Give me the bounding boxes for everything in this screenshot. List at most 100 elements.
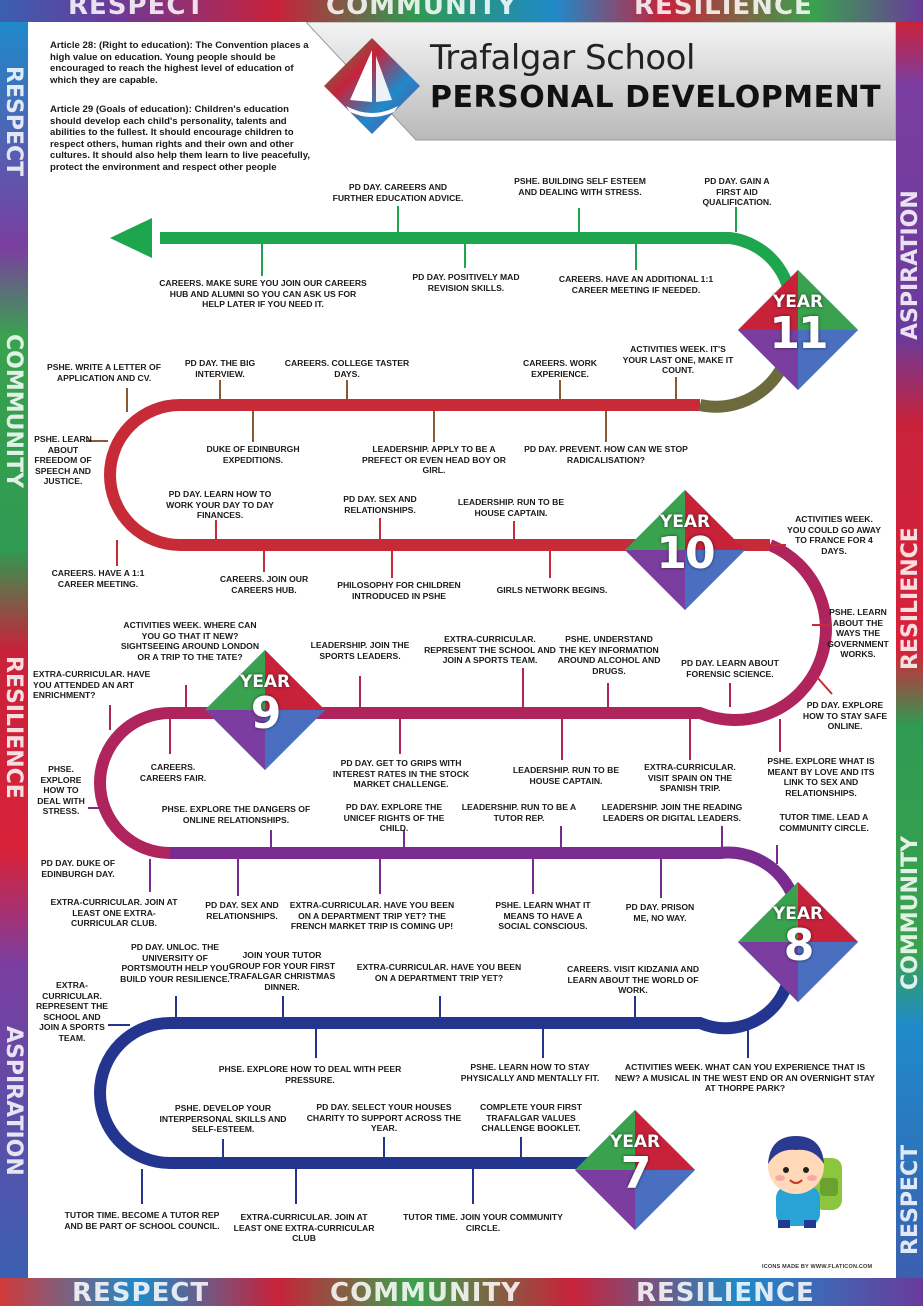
milestone-label: PD DAY. UNLOC. THE UNIVERSITY OF PORTSMO… <box>120 942 230 984</box>
milestone-label: EXTRA-CURRICULAR. JOIN AT LEAST ONE EXTR… <box>233 1212 375 1244</box>
milestone-label: PSHE. EXPLORE WHAT IS MEANT BY LOVE AND … <box>767 756 875 798</box>
milestone-label: CAREERS. WORK EXPERIENCE. <box>522 358 597 379</box>
school-name: Trafalgar School <box>430 38 695 78</box>
road-arrowhead <box>110 218 152 258</box>
year-number: 7 <box>620 1148 652 1199</box>
milestone-label: EXTRA-CURRICULAR. REPRESENT THE SCHOOL A… <box>424 634 556 666</box>
mosaic-diamond <box>738 270 858 390</box>
milestone-label: PSHE. BUILDING SELF ESTEEM AND DEALING W… <box>514 176 646 197</box>
milestone-label: ACTIVITIES WEEK. WHERE CAN YOU GO THAT I… <box>120 620 260 662</box>
milestone-label: PHSE. EXPLORE HOW TO DEAL WITH PEER PRES… <box>218 1064 402 1085</box>
milestone-label: CAREERS. MAKE SURE YOU JOIN OUR CAREERS … <box>159 278 367 310</box>
article-28: Article 28: (Right to education): The Co… <box>50 40 309 86</box>
milestone-label: PD DAY. PREVENT. HOW CAN WE STOP RADICAL… <box>524 444 688 465</box>
band-word: RESPECT <box>72 1278 210 1306</box>
page-title: PERSONAL DEVELOPMENT <box>430 80 882 115</box>
milestone-label: PD DAY. LEARN HOW TO WORK YOUR DAY TO DA… <box>166 489 274 521</box>
milestone-label: ACTIVITIES WEEK. YOU COULD GO AWAY TO FR… <box>787 514 881 556</box>
milestone-label: EXTRA-CURRICULAR. JOIN AT LEAST ONE EXTR… <box>50 897 178 929</box>
milestone-label: JOIN YOUR TUTOR GROUP FOR YOUR FIRST TRA… <box>228 950 336 992</box>
band-word: RESILIENCE <box>634 0 813 21</box>
mosaic-pattern <box>0 22 28 1278</box>
milestone-label: COMPLETE YOUR FIRST TRAFALGAR VALUES CHA… <box>479 1102 583 1134</box>
milestone-label: TUTOR TIME. LEAD A COMMUNITY CIRCLE. <box>779 812 869 833</box>
year-number: 8 <box>783 920 815 971</box>
milestone-label: LEADERSHIP. JOIN THE READING LEADERS OR … <box>601 802 743 823</box>
milestone-label: EXTRA-CURRICULAR. REPRESENT THE SCHOOL A… <box>35 980 109 1043</box>
icon-credit: ICONS MADE BY WWW.FLATICON.COM <box>762 1264 873 1270</box>
milestone-label: PHSE. EXPLORE HOW TO DEAL WITH STRESS. <box>37 764 85 817</box>
milestone-label: EXTRA-CURRICULAR. HAVE YOU BEEN ON A DEP… <box>289 900 455 932</box>
bottom-values-band: RESPECT COMMUNITY RESILIENCE <box>0 1278 923 1306</box>
milestone-label: PD DAY. GET TO GRIPS WITH INTEREST RATES… <box>332 758 470 790</box>
milestone-label: EXTRA-CURRICULAR. VISIT SPAIN ON THE SPA… <box>644 762 736 794</box>
milestone-label: ACTIVITIES WEEK. WHAT CAN YOU EXPERIENCE… <box>614 1062 876 1094</box>
year-label: YEAR <box>609 1132 661 1152</box>
milestone-label: TUTOR TIME. JOIN YOUR COMMUNITY CIRCLE. <box>403 1212 563 1233</box>
milestone-label: TUTOR TIME. BECOME A TUTOR REP AND BE PA… <box>64 1210 220 1231</box>
milestone-label: ACTIVITIES WEEK. IT'S YOUR LAST ONE, MAK… <box>622 344 734 376</box>
band-word: RESPECT <box>68 0 206 21</box>
year-number: 10 <box>656 528 715 579</box>
year-label: YEAR <box>659 512 711 532</box>
milestone-label: PD DAY. GAIN A FIRST AID QUALIFICATION. <box>702 176 772 208</box>
milestone-label: CAREERS. HAVE AN ADDITIONAL 1:1 CAREER M… <box>558 274 714 295</box>
article-29: Article 29 (Goals of education): Childre… <box>50 104 310 173</box>
milestone-label: PSHE. DEVELOP YOUR INTERPERSONAL SKILLS … <box>159 1103 287 1135</box>
year-label: YEAR <box>239 672 291 692</box>
milestone-label: LEADERSHIP. APPLY TO BE A PREFECT OR EVE… <box>361 444 507 476</box>
milestone-label: PD DAY. EXPLORE THE UNICEF RIGHTS OF THE… <box>343 802 445 834</box>
year-number: 9 <box>250 688 282 739</box>
milestone-label: PSHE. LEARN HOW TO STAY PHYSICALLY AND M… <box>460 1062 600 1083</box>
road-segment-year7 <box>94 954 797 1169</box>
milestone-label: PD DAY. POSITIVELY MAD REVISION SKILLS. <box>412 272 520 293</box>
milestone-label: PSHE. UNDERSTAND THE KEY INFORMATION ARO… <box>557 634 661 676</box>
milestone-label: PHILOSOPHY FOR CHILDREN INTRODUCED IN PS… <box>337 580 461 601</box>
mosaic-diamond <box>625 490 745 610</box>
milestone-label: PHSE. EXPLORE THE DANGERS OF ONLINE RELA… <box>161 804 311 825</box>
milestone-label: PD DAY. SEX AND RELATIONSHIPS. <box>205 900 279 921</box>
year-7-badge: YEAR 7 <box>575 1110 695 1230</box>
band-word: RESILIENCE <box>636 1278 815 1306</box>
year-label: YEAR <box>772 292 824 312</box>
top-values-band: RESPECT COMMUNITY RESILIENCE <box>0 0 923 22</box>
milestone-label: LEADERSHIP. RUN TO BE HOUSE CAPTAIN. <box>512 765 620 786</box>
milestone-label: PSHE. WRITE A LETTER OF APPLICATION AND … <box>47 362 161 383</box>
milestone-label: LEADERSHIP. RUN TO BE A TUTOR REP. <box>461 802 577 823</box>
milestone-label: DUKE OF EDINBURGH EXPEDITIONS. <box>206 444 300 465</box>
milestone-label: PD DAY. LEARN ABOUT FORENSIC SCIENCE. <box>681 658 779 679</box>
milestone-label: PD DAY. DUKE OF EDINBURGH DAY. <box>40 858 116 879</box>
year-10-badge: YEAR 10 <box>625 490 745 610</box>
milestone-label: CAREERS. CAREERS FAIR. <box>139 762 207 783</box>
mosaic-diamond <box>205 650 325 770</box>
milestone-label: EXTRA-CURRICULAR. HAVE YOU ATTENDED AN A… <box>33 669 151 701</box>
milestone-label: LEADERSHIP. JOIN THE SPORTS LEADERS. <box>310 640 410 661</box>
milestone-label: PD DAY. PRISON ME, NO WAY. <box>625 902 695 923</box>
milestone-label: PD DAY. SEX AND RELATIONSHIPS. <box>343 494 417 515</box>
milestone-label: CAREERS. VISIT KIDZANIA AND LEARN ABOUT … <box>566 964 700 996</box>
year-11-badge: YEAR 11 <box>738 270 858 390</box>
milestone-label: CAREERS. COLLEGE TASTER DAYS. <box>284 358 410 379</box>
sailboat-icon <box>346 50 398 117</box>
year-9-badge: YEAR 9 <box>205 650 325 770</box>
year-number: 11 <box>769 308 828 359</box>
mosaic-pattern <box>896 22 923 1278</box>
left-values-band: RESPECT COMMUNITY RESILIENCE ASPIRATION <box>0 22 28 1278</box>
road-segment-year10 <box>104 399 770 551</box>
year-8-badge: YEAR 8 <box>738 882 858 1002</box>
mosaic-pattern <box>0 0 923 22</box>
mosaic-pattern <box>0 1278 923 1306</box>
milestone-label: PD DAY. CAREERS AND FURTHER EDUCATION AD… <box>332 182 464 203</box>
band-word: COMMUNITY <box>326 0 518 21</box>
milestone-label: PSHE. LEARN WHAT IT MEANS TO HAVE A SOCI… <box>495 900 591 932</box>
school-logo <box>324 38 420 134</box>
milestone-label: EXTRA-CURRICULAR. HAVE YOU BEEN ON A DEP… <box>356 962 522 983</box>
milestone-label: PD DAY. SELECT YOUR HOUSES CHARITY TO SU… <box>306 1102 462 1134</box>
milestone-label: PD DAY. EXPLORE HOW TO STAY SAFE ONLINE. <box>802 700 888 732</box>
right-values-band: ASPIRATION RESILIENCE COMMUNITY RESPECT <box>896 22 923 1278</box>
mosaic-diamond <box>738 882 858 1002</box>
milestone-label: PSHE. LEARN ABOUT THE WAYS THE GOVERNMEN… <box>827 607 889 660</box>
milestone-label: LEADERSHIP. RUN TO BE HOUSE CAPTAIN. <box>457 497 565 518</box>
milestone-ticks <box>87 206 833 1204</box>
milestone-label: GIRLS NETWORK BEGINS. <box>496 585 608 595</box>
